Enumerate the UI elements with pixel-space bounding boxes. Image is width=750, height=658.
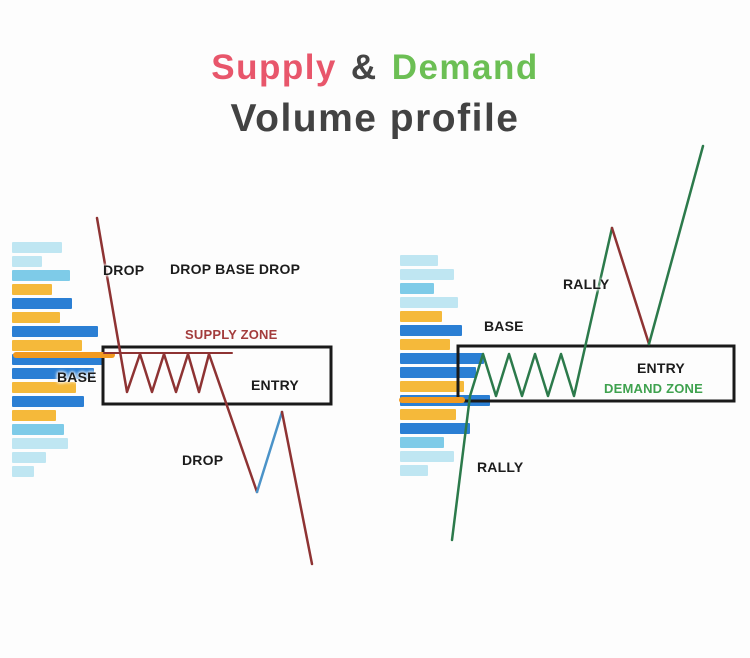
page-subtitle: Volume profile [230, 97, 520, 140]
right-pullback-line [610, 226, 651, 346]
left-consolidation-box [101, 345, 333, 406]
volume-bar [12, 354, 104, 365]
right-demand-zone-label: DEMAND ZONE [604, 381, 703, 396]
volume-bar [400, 283, 434, 294]
right-rally-entry-line [450, 226, 614, 542]
volume-bar [12, 382, 76, 393]
left-continuation-drop-line [280, 410, 314, 566]
title-ampersand: & [350, 48, 378, 87]
volume-bar [400, 381, 464, 392]
volume-bar [12, 368, 94, 379]
volume-bar [12, 396, 84, 407]
left-entry-label: ENTRY [251, 377, 299, 393]
volume-bar [12, 438, 68, 449]
right-base-label: BASE [484, 318, 524, 334]
title-word-demand: Demand [391, 48, 539, 87]
volume-bar [12, 466, 34, 477]
left-drop-bottom-label: DROP [182, 452, 224, 468]
right-rally-top-label: RALLY [563, 276, 610, 292]
left-volume-profile [12, 242, 104, 477]
volume-bar [400, 437, 444, 448]
volume-bar [400, 339, 450, 350]
volume-bar [400, 269, 454, 280]
volume-bar [12, 256, 42, 267]
volume-bar [12, 340, 82, 351]
right-continuation-rally-line [647, 144, 705, 346]
title-word-supply: Supply [211, 48, 337, 87]
volume-bar [400, 353, 484, 364]
volume-bar [400, 311, 442, 322]
volume-bar [12, 424, 64, 435]
volume-bar [400, 451, 454, 462]
right-rally-bottom-label: RALLY [477, 459, 524, 475]
left-pullback-line [255, 410, 284, 494]
right-entry-label: ENTRY [637, 360, 685, 376]
left-supply-zone-label: SUPPLY ZONE [185, 327, 278, 342]
volume-bar [12, 312, 60, 323]
left-pattern-label: DROP BASE DROP [170, 261, 301, 277]
page-title: Supply&Demand [0, 48, 750, 88]
volume-bar [400, 255, 438, 266]
volume-bar [12, 284, 52, 295]
volume-bar [12, 298, 72, 309]
left-drop-entry-line [95, 216, 259, 494]
volume-bar [12, 452, 46, 463]
volume-bar [400, 297, 458, 308]
volume-bar [12, 242, 62, 253]
volume-bar [400, 423, 470, 434]
volume-bar [400, 367, 476, 378]
volume-bar [400, 325, 462, 336]
volume-bar [12, 270, 70, 281]
volume-bar [400, 409, 456, 420]
left-drop-top-label: DROP [103, 262, 145, 278]
volume-bar [400, 465, 428, 476]
left-base-label: BASE [57, 369, 97, 385]
right-consolidation-box [456, 344, 736, 403]
volume-bar [12, 410, 56, 421]
volume-bar [12, 326, 98, 337]
